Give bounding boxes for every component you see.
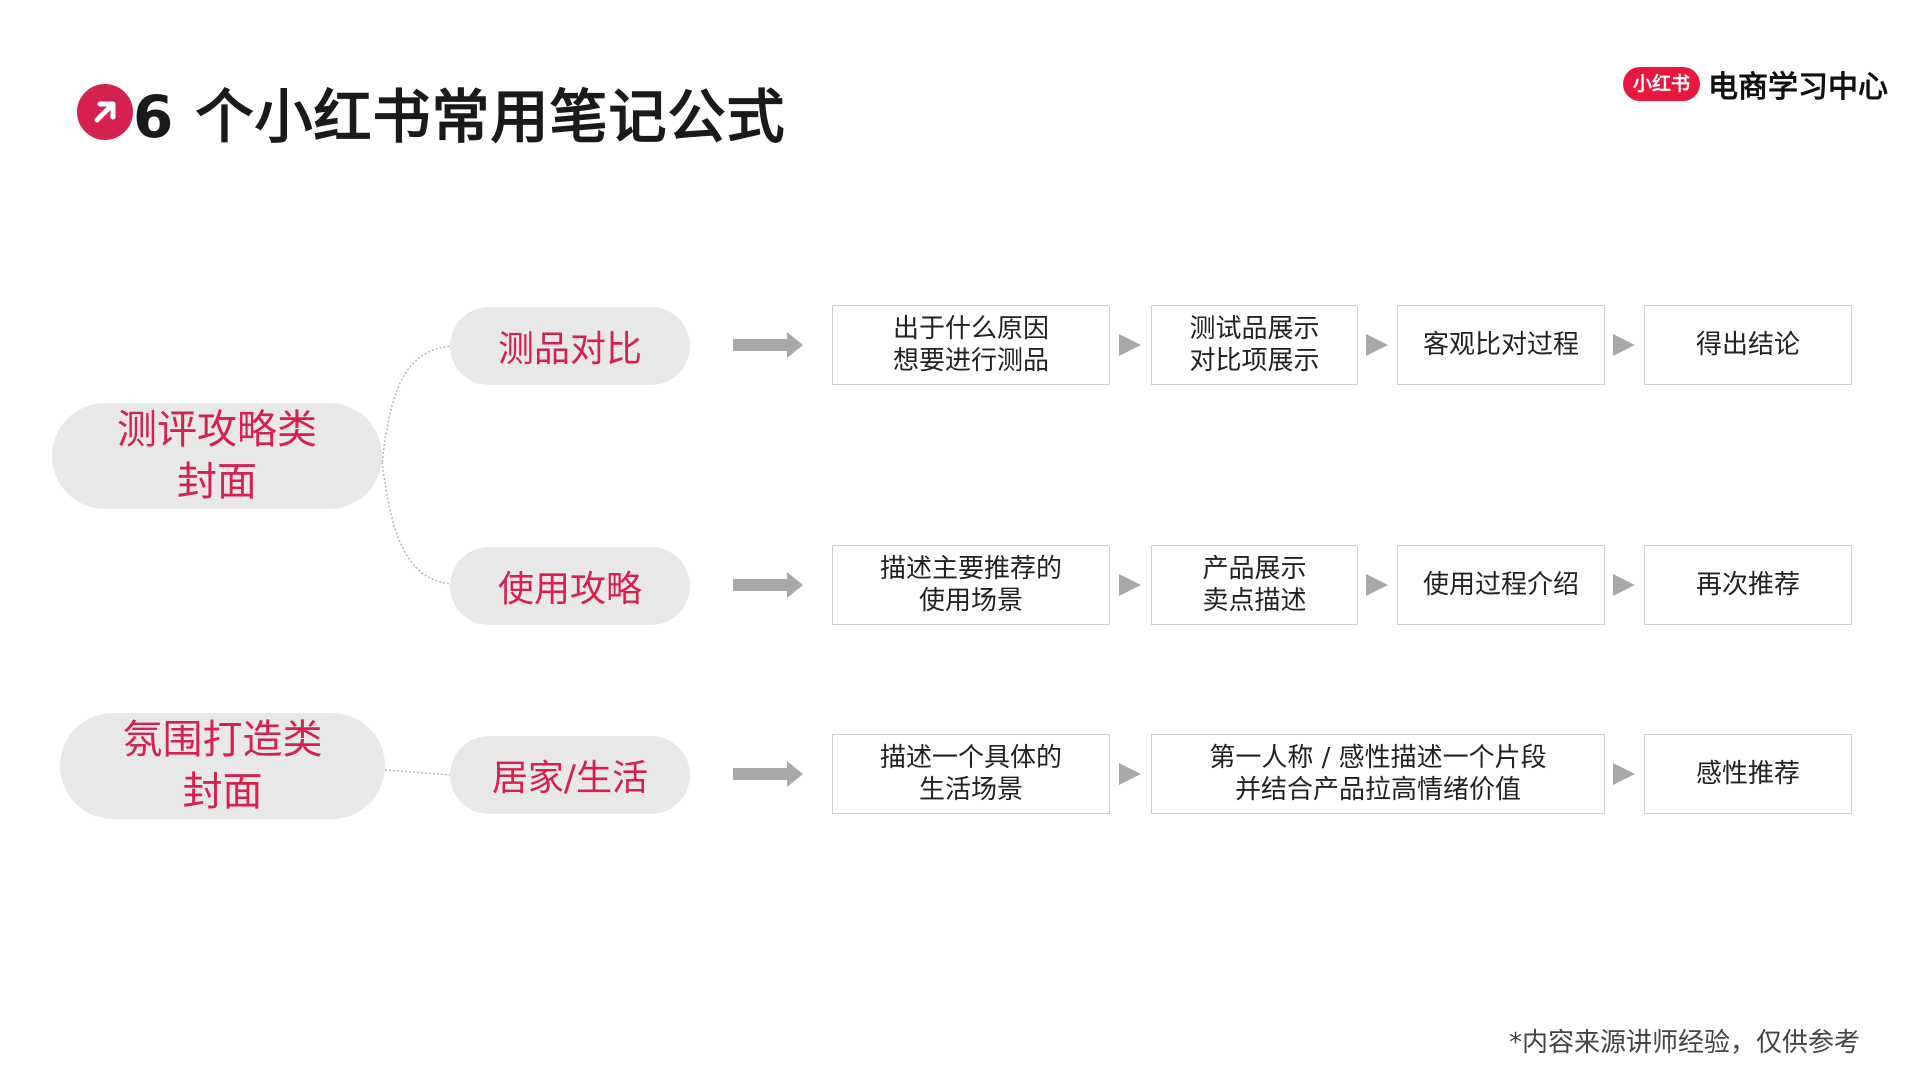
- category-pill-review: 测评攻略类 封面: [52, 403, 382, 509]
- arrow-up-right-icon: [77, 84, 133, 140]
- brand-name: 电商学习中心: [1708, 70, 1889, 105]
- subcategory-label: 使用攻略: [497, 569, 642, 610]
- step-arrow: [1613, 574, 1635, 596]
- category-label: 测评攻略类 封面: [117, 407, 317, 505]
- step-box: 客观比对过程: [1397, 305, 1605, 385]
- step-box: 第一人称 / 感性描述一个片段 并结合产品拉高情绪价值: [1151, 734, 1605, 814]
- footnote: *内容来源讲师经验，仅供参考: [1508, 1028, 1860, 1058]
- category-label: 氛围打造类 封面: [122, 717, 323, 815]
- step-arrow: [1119, 763, 1141, 785]
- flow-arrow: [733, 332, 803, 358]
- page-title-group: 6 个小红书常用笔记公式: [77, 76, 786, 151]
- flow-arrow: [733, 761, 803, 787]
- step-box: 出于什么原因 想要进行测品: [832, 305, 1110, 385]
- step-arrow: [1119, 334, 1141, 356]
- category-pill-atmosphere: 氛围打造类 封面: [60, 713, 385, 819]
- brand-logo: 小红书 电商学习中心: [1623, 64, 1889, 105]
- step-box: 描述主要推荐的 使用场景: [832, 545, 1110, 625]
- step-box: 产品展示 卖点描述: [1151, 545, 1358, 625]
- connector-line: [384, 769, 453, 776]
- subcategory-pill: 测品对比: [450, 307, 690, 385]
- brand-badge: 小红书: [1623, 67, 1701, 101]
- step-arrow: [1366, 334, 1388, 356]
- step-box: 测试品展示 对比项展示: [1151, 305, 1358, 385]
- step-arrow: [1613, 334, 1635, 356]
- subcategory-pill: 居家/生活: [450, 736, 690, 814]
- page-title: 6 个小红书常用笔记公式: [133, 83, 786, 151]
- step-box: 描述一个具体的 生活场景: [832, 734, 1110, 814]
- subcategory-label: 测品对比: [497, 329, 642, 370]
- step-arrow: [1366, 574, 1388, 596]
- step-box: 得出结论: [1644, 305, 1852, 385]
- connector-line: [381, 461, 453, 585]
- step-box: 使用过程介绍: [1397, 545, 1605, 625]
- step-box: 再次推荐: [1644, 545, 1852, 625]
- step-arrow: [1119, 574, 1141, 596]
- subcategory-label: 居家/生活: [491, 758, 649, 799]
- step-arrow: [1613, 763, 1635, 785]
- flow-arrow: [733, 572, 803, 598]
- step-box: 感性推荐: [1644, 734, 1852, 814]
- connector-line: [381, 345, 453, 463]
- subcategory-pill: 使用攻略: [450, 547, 690, 625]
